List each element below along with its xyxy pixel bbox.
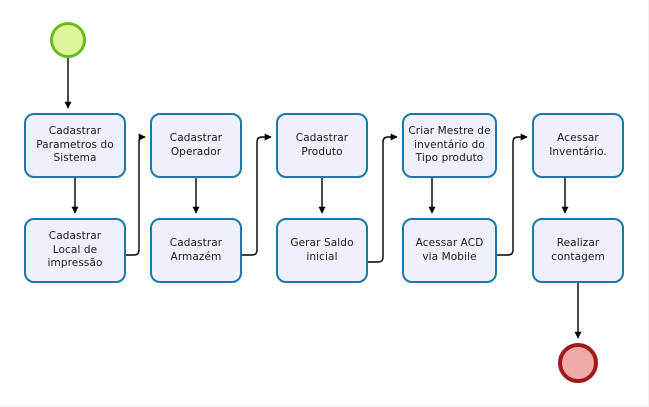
task-gerar-saldo-inicial[interactable]: Gerar Saldo inicial <box>276 218 368 283</box>
edge-gerar-saldo-to-criar-mestre <box>368 133 398 263</box>
edge-acessar-acd-to-acessar-inventario <box>497 133 528 256</box>
end-event-node[interactable] <box>558 343 598 383</box>
task-realizar-contagem[interactable]: Realizar contagem <box>532 218 624 283</box>
edge-cadastrar-local-to-cadastrar-operador <box>126 133 146 256</box>
task-acessar-acd-via-mobile[interactable]: Acessar ACD via Mobile <box>402 218 497 283</box>
start-event-node[interactable] <box>50 22 86 58</box>
task-cadastrar-operador[interactable]: Cadastrar Operador <box>150 113 242 178</box>
task-acessar-inventario[interactable]: Acessar Inventário. <box>532 113 624 178</box>
edge-cadastrar-armazem-to-cadastrar-produto <box>242 133 272 256</box>
task-cadastrar-parametros-do-sistema[interactable]: Cadastrar Parametros do Sistema <box>24 113 126 178</box>
task-cadastrar-local-de-impressao[interactable]: Cadastrar Local de impressão <box>24 218 126 283</box>
task-criar-mestre-de-inventario[interactable]: Criar Mestre de inventário do Tipo produ… <box>402 113 497 178</box>
task-cadastrar-armazem[interactable]: Cadastrar Armazém <box>150 218 242 283</box>
task-cadastrar-produto[interactable]: Cadastrar Produto <box>276 113 368 178</box>
